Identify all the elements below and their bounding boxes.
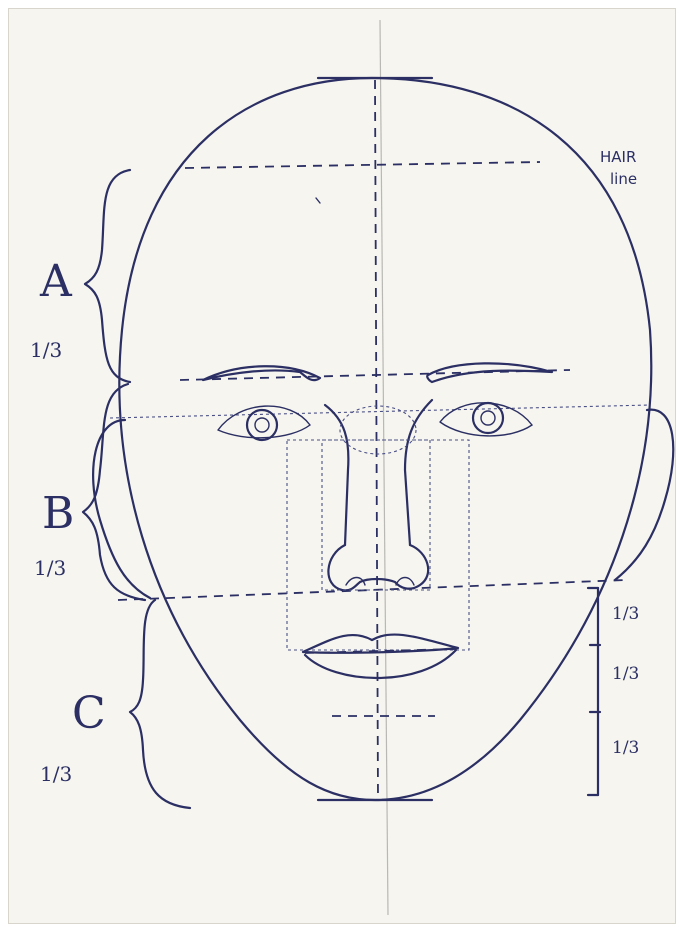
lower-third-1-fraction: 1/3 [612, 604, 639, 624]
brace-b [83, 384, 145, 600]
hairline-label-line1: HAIR [600, 148, 636, 166]
section-b-label: B [42, 488, 74, 539]
section-b-fraction: 1/3 [34, 556, 66, 580]
mouth-width-box [287, 440, 469, 650]
nose-bridge-guide [340, 406, 416, 454]
lower-third-2-fraction: 1/3 [612, 664, 639, 684]
section-c-label: C [72, 688, 106, 739]
paper-crease [380, 20, 388, 915]
hairline-guide [185, 162, 540, 168]
nose-right-line [405, 400, 432, 545]
right-pupil [481, 411, 495, 425]
left-pupil [255, 418, 269, 432]
nose-base-guide [118, 580, 625, 600]
right-ear [615, 410, 673, 580]
right-iris [473, 403, 503, 433]
section-a-label: A [40, 256, 72, 307]
brace-a [85, 170, 130, 382]
lower-third-3-fraction: 1/3 [612, 738, 639, 758]
right-nostril [396, 578, 414, 586]
head-outline [119, 78, 651, 800]
nose-left-line [325, 405, 348, 545]
eye-guide [110, 405, 650, 418]
hairline-label-line2: line [610, 170, 637, 188]
lower-lip [305, 650, 456, 678]
stray-mark [316, 198, 320, 203]
section-a-fraction: 1/3 [30, 338, 62, 362]
section-c-fraction: 1/3 [40, 762, 72, 786]
